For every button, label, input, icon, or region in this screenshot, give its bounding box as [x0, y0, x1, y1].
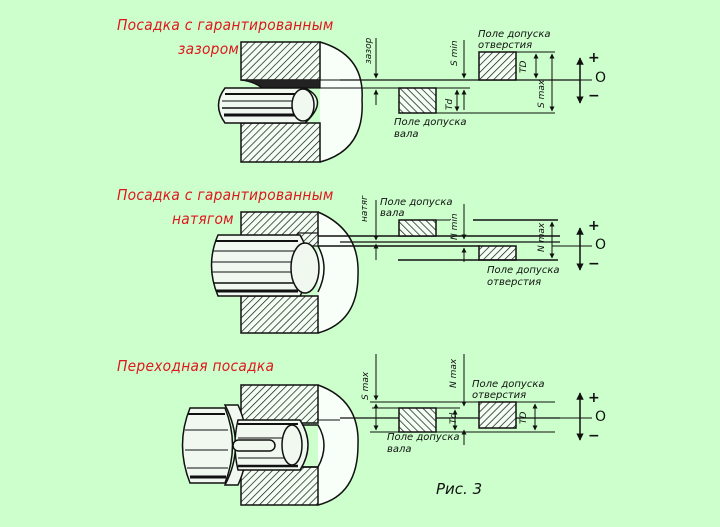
panel2-max-label: N max — [537, 222, 547, 252]
hole-tolerance-field — [478, 401, 517, 429]
panel3-title-line1: Переходная посадка — [117, 357, 275, 375]
hole-tolerance-field — [478, 245, 517, 261]
panel2-title-line1: Посадка с гарантированным — [117, 186, 334, 204]
panel2-shaft-field-label-2: вала — [380, 208, 405, 219]
panel2-hole-field-label-1: Поле допуска — [487, 265, 560, 276]
panel1-shaft-tol: Td — [445, 98, 455, 110]
shaft-tolerance-field — [398, 219, 437, 237]
panel2-min-label: N min — [450, 213, 460, 240]
panel3-shaft-field-label-2: вала — [387, 444, 412, 455]
clearance-tolerance-scheme — [340, 38, 592, 114]
panel1-zero-line-label: О — [595, 70, 607, 86]
panel2-gap-label: натяг — [360, 195, 370, 222]
panel2-title-line2: натягом — [172, 210, 234, 228]
panel2-shaft-field-label-1: Поле допуска — [380, 197, 453, 208]
shaft-tolerance-field — [398, 407, 437, 433]
panel3-shaft-field-label-1: Поле допуска — [387, 432, 460, 443]
panel1-title-line2: зазором — [178, 40, 240, 58]
panel3-zero-line-label: О — [595, 409, 607, 425]
panel1-plus-sign: + — [588, 50, 600, 66]
panel1-min-label: S min — [450, 40, 460, 66]
panel3-max-s-label: S max — [361, 371, 371, 400]
panel3-shaft-tol: Td — [449, 412, 459, 424]
hole-tolerance-field — [478, 51, 517, 81]
panel2-plus-sign: + — [588, 218, 600, 234]
panel2-hole-field-label-2: отверстия — [487, 277, 542, 288]
figure-caption: Рис. 3 — [436, 480, 483, 498]
shaft-tolerance-field — [398, 87, 437, 114]
panel1-max-label: S max — [537, 79, 547, 108]
panel1-gap-label: зазор — [364, 37, 374, 64]
panel3-hole-field-label-1: Поле допуска — [472, 379, 545, 390]
panel3-hole-field-label-2: отверстия — [472, 390, 527, 401]
panel-clearance-fit — [217, 38, 592, 163]
panel3-plus-sign: + — [588, 390, 600, 406]
panel1-shaft-field-label-2: вала — [394, 129, 419, 140]
panel3-minus-sign: − — [588, 428, 600, 444]
panel-interference-fit — [210, 200, 592, 334]
panel3-hole-tol: TD — [519, 411, 529, 424]
interference-tolerance-scheme — [340, 200, 592, 271]
panel2-zero-line-label: О — [595, 237, 607, 253]
panel3-max-n-label: N max — [449, 358, 459, 388]
transition-part-drawing — [181, 384, 359, 506]
panel1-hole-field-label-1: Поле допуска — [478, 29, 551, 40]
panel1-hole-field-label-2: отверстия — [478, 40, 533, 51]
panel-transition-fit — [181, 354, 592, 506]
panel2-minus-sign: − — [588, 256, 600, 272]
panel1-shaft-field-label-1: Поле допуска — [394, 117, 467, 128]
transition-tolerance-scheme — [340, 354, 592, 445]
panel1-hole-tol: TD — [519, 60, 529, 73]
panel1-minus-sign: − — [588, 88, 600, 104]
panel1-title-line1: Посадка с гарантированным — [117, 16, 334, 34]
